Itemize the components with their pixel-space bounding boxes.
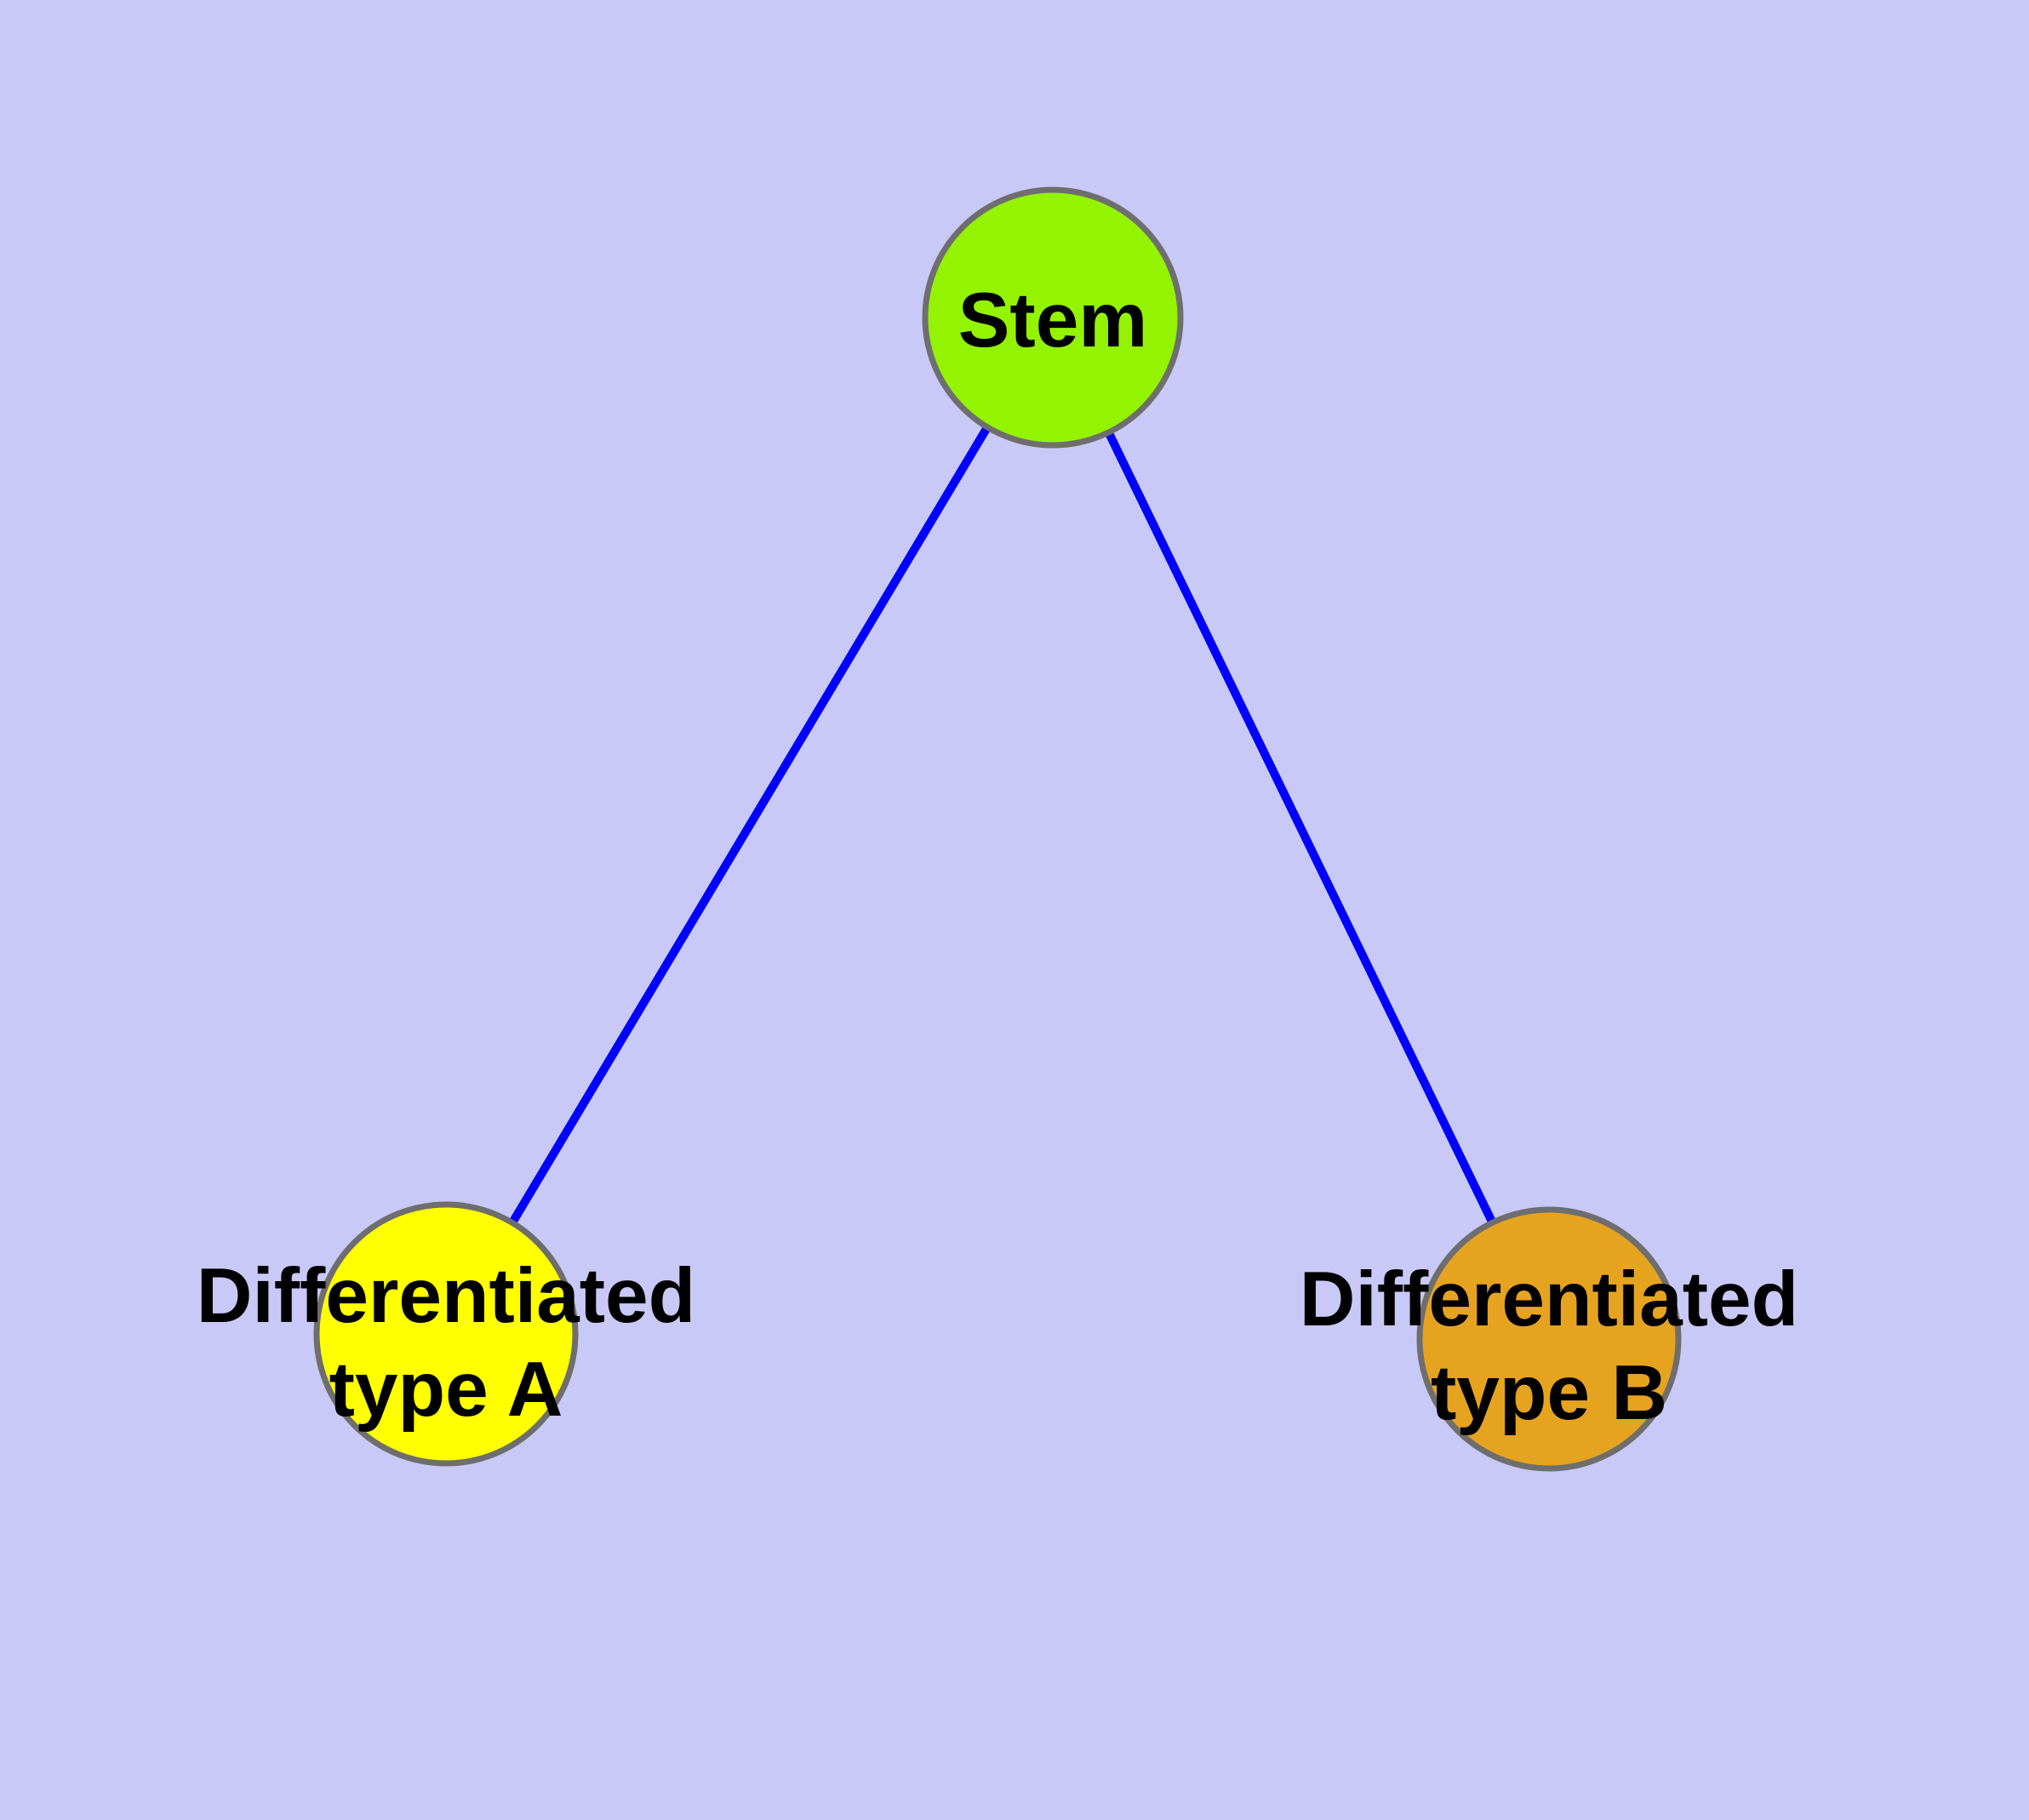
node-type-a-label-line1: Differentiated xyxy=(197,1253,696,1339)
node-type-b xyxy=(1416,1206,1682,1472)
node-type-b-label-line2: type B xyxy=(1431,1350,1667,1436)
node-type-a-label-line2: type A xyxy=(329,1347,563,1433)
node-type-b-label-line1: Differentiated xyxy=(1300,1256,1799,1342)
node-stem-label: Stem xyxy=(958,278,1148,363)
node-stem xyxy=(922,186,1184,449)
edge-stem-to-type-a xyxy=(442,315,1057,1336)
node-type-a xyxy=(313,1201,579,1467)
edge-stem-to-type-b xyxy=(1049,315,1553,1342)
